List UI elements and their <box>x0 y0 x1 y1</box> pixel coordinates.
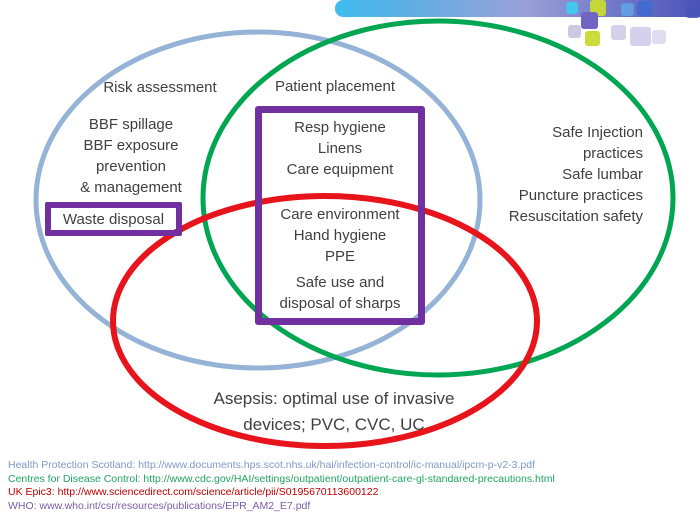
injection-line-5: Resuscitation safety <box>508 208 643 225</box>
decor-banner-bar <box>335 0 700 17</box>
decor-square <box>566 2 578 14</box>
bbf-line-1: BBF spillage <box>88 116 174 133</box>
decor-square <box>637 1 652 16</box>
waste-disposal-box: Waste disposal <box>45 202 182 236</box>
decor-square <box>581 12 598 29</box>
centerbox-g3-line-2: disposal of sharps <box>279 295 401 312</box>
bbf-line-4: & management <box>80 179 182 196</box>
centerbox-g2-line-3: PPE <box>324 248 355 265</box>
decor-square <box>611 25 626 40</box>
references-block: Health Protection Scotland: http://www.d… <box>8 459 555 513</box>
standard-precautions-box <box>255 106 425 325</box>
reference-link-epic3: UK Epic3: http://www.sciencedirect.com/s… <box>8 486 379 498</box>
asepsis-line-2: devices; PVC, CVC, UC <box>243 415 425 434</box>
centerbox-group1: Resp hygiene Linens Care equipment <box>258 117 422 180</box>
decor-square <box>621 3 634 16</box>
bbf-line-2: BBF exposure <box>83 137 179 154</box>
centerbox-group3: Safe use and disposal of sharps <box>258 272 422 314</box>
centerbox-g1-line-2: Linens <box>317 140 363 157</box>
asepsis-line-1: Asepsis: optimal use of invasive <box>213 389 455 408</box>
centerbox-g2-line-1: Care environment <box>280 206 400 223</box>
bbf-label-block: BBF spillage BBF exposure prevention & m… <box>31 114 231 198</box>
patient-placement-label: Patient placement <box>274 78 396 95</box>
centerbox-g1-line-1: Resp hygiene <box>294 119 386 136</box>
decor-square <box>568 25 581 38</box>
centerbox-g1-line-3: Care equipment <box>286 161 394 178</box>
decor-square <box>630 27 651 46</box>
blue-ellipse <box>33 29 483 371</box>
centerbox-g2-line-2: Hand hygiene <box>293 227 387 244</box>
decor-square <box>585 31 600 46</box>
waste-disposal-label: Waste disposal <box>62 210 165 228</box>
green-ellipse <box>200 18 676 378</box>
injection-line-2: practices <box>582 145 643 162</box>
red-ellipse <box>110 193 540 449</box>
centerbox-g3-line-1: Safe use and <box>295 274 385 291</box>
bbf-line-3: prevention <box>95 158 167 175</box>
injection-line-1: Safe Injection <box>552 124 643 141</box>
reference-link-hps: Health Protection Scotland: http://www.d… <box>8 459 536 471</box>
asepsis-label-block: Asepsis: optimal use of invasive devices… <box>184 386 484 438</box>
risk-assessment-label: Risk assessment <box>103 79 217 96</box>
decor-square <box>652 30 666 44</box>
decor-square <box>686 4 700 18</box>
injection-line-3: Safe lumbar <box>562 166 643 183</box>
reference-link-cdc: Centres for Disease Control: http://www.… <box>8 472 555 485</box>
centerbox-group2: Care environment Hand hygiene PPE <box>258 204 422 267</box>
injection-label-block: Safe Injection practices Safe lumbar Pun… <box>443 122 643 227</box>
injection-line-4: Puncture practices <box>518 187 643 204</box>
reference-link-who: WHO: www.who.int/csr/resources/publicati… <box>8 499 311 512</box>
